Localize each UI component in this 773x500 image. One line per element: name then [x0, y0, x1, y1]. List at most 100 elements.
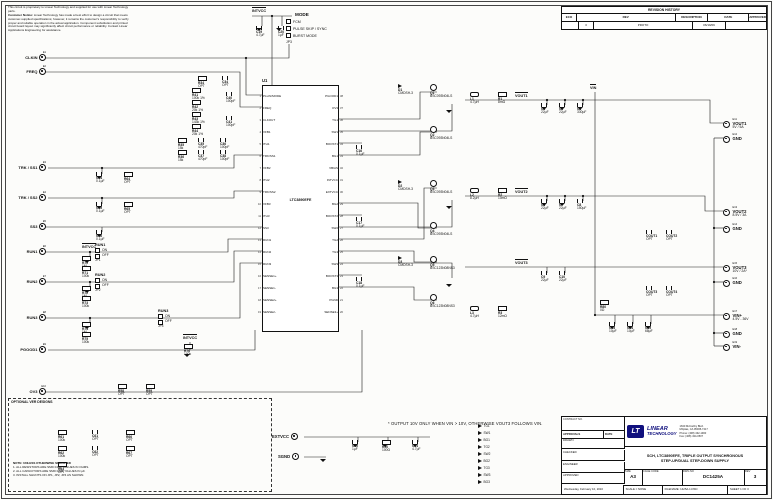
ic-pin-name: SENSE1-	[263, 286, 276, 290]
component-value: 100k	[82, 304, 90, 309]
jumper-on-label: ON	[102, 278, 108, 283]
ground-symbol	[446, 206, 452, 209]
terminal-label: SS3	[29, 224, 38, 229]
net-arrow: TG1	[478, 424, 490, 428]
ic-pin: 5 ITH1	[260, 138, 281, 150]
ground-symbol	[645, 326, 651, 329]
component-symbol-icon	[92, 430, 98, 434]
ic-pin-number: 5	[259, 142, 262, 146]
component-value: 8mΩ	[498, 100, 506, 105]
rev-label: REV	[745, 469, 751, 473]
approval-row-label: ENGINEER	[563, 461, 578, 466]
component-ref: D1	[398, 87, 403, 92]
terminal-text: E12 GND	[732, 133, 742, 141]
component-value: BSC093N04LS	[430, 136, 453, 141]
terminal-turret-icon	[723, 208, 730, 216]
output-terminal: E16 GND	[723, 277, 742, 287]
drawing-title: SCH, LTC3890EFE, TRIPLE OUTPUT SYNCHRONO…	[624, 447, 766, 470]
component-value: OPT	[58, 470, 65, 475]
component-value: 22µF	[559, 206, 567, 211]
component-ref: R65	[124, 206, 131, 211]
component-ref: R43	[192, 116, 199, 121]
component-value: 20k 1%	[192, 108, 203, 113]
component-ref: R80	[600, 304, 607, 309]
terminal-rating: 8.5V / 3A	[732, 213, 747, 218]
input-terminal: E10 OV3	[10, 385, 46, 395]
ic-body: LTC3890EFE 1 PLLIN/MODE 2 FREQ 3 CLKOUT	[258, 85, 343, 332]
ground-symbol	[84, 290, 90, 293]
component-value: 1µF	[278, 33, 284, 38]
net-arrow-label: TG1	[483, 424, 490, 428]
net-label: VIN	[590, 84, 597, 90]
note-line: 1. ALL RESISTORS ARE SMD 0402, VALUES IN…	[13, 465, 90, 470]
component-value: 100k	[58, 438, 66, 443]
component-symbol-icon	[220, 138, 226, 142]
component-ref: Q6	[430, 300, 435, 305]
ic-pin-name: INTVCC	[326, 178, 338, 182]
component: R35 15k	[178, 138, 187, 151]
component-symbol-icon	[192, 112, 201, 117]
component-value: BSC093N04LS	[430, 94, 453, 99]
ic-pin-number: 4	[259, 130, 262, 134]
ic-pin-name: CLKOUT	[263, 118, 276, 122]
component-value: CMDSH-3	[398, 187, 414, 192]
ic-pin: 14 RUN2	[258, 246, 281, 258]
net-label: VOUT2	[515, 188, 528, 194]
component-ref: D2	[398, 183, 403, 188]
component-value: 22µF	[559, 110, 567, 115]
ic-left-pins: 1 PLLIN/MODE 2 FREQ 3 CLKOUT 4 VFB1	[258, 90, 281, 318]
run-jumper-body: ON OFF	[95, 247, 109, 260]
jumper-pin-icon	[286, 26, 291, 31]
component-symbol-icon	[559, 103, 565, 107]
component-value: OPT	[646, 293, 653, 298]
terminal-ref: E11	[732, 118, 737, 121]
component: D1 CMDSH-3	[398, 84, 413, 96]
schematic-notes: NOTE: UNLESS OTHERWISE SPECIFIED 1. ALL …	[13, 461, 89, 477]
revision-row: 3 PROTO 06/19/09	[562, 22, 766, 29]
ic-pin-number: 33	[340, 154, 343, 158]
component-value: OPT	[198, 84, 205, 89]
terminal-turret-icon	[723, 135, 730, 143]
ic-pin: 18 SENSE2+	[258, 294, 281, 306]
address-line1: 1630 McCarthy Blvd.	[679, 425, 704, 429]
component-value: 4.7µF	[256, 33, 265, 38]
ic-pin: 6 TRK/SS1	[260, 150, 281, 162]
ic-pin-number: 36	[340, 118, 343, 122]
component-symbol-icon	[398, 256, 402, 260]
input-terminal: E3 TRK / SS1	[10, 161, 46, 171]
component-symbol-icon	[430, 256, 437, 263]
terminal-turret-icon	[723, 264, 730, 272]
component-symbol-icon	[541, 199, 547, 203]
component-value: OPT	[118, 392, 125, 397]
component: R71 100k	[82, 266, 91, 279]
component: C41 100pF	[226, 116, 235, 128]
print-date: Wednesday, February 10, 2010	[562, 485, 624, 494]
net-label: INTVCC	[183, 334, 198, 340]
approval-row: APPROVED	[562, 473, 625, 485]
component: COUT3 OPT	[646, 286, 657, 298]
revision-header-cell: ECO	[562, 14, 577, 21]
ground-symbol	[559, 107, 565, 110]
ic-pin-name: TG2	[332, 238, 338, 242]
component-ref: C18	[356, 280, 363, 285]
component: R63 OPT	[58, 462, 67, 475]
ic-pin-name: PGOOD1	[325, 94, 338, 98]
component: C37 470pF	[198, 150, 207, 162]
output-terminal: E15 VOUT3 10V / 2A*	[723, 262, 747, 274]
component-symbol-icon	[430, 180, 437, 187]
component-value: 0.1µF	[356, 152, 365, 157]
net-arrow: SW3	[478, 473, 490, 477]
ic-part-number: LTC3890EFE	[289, 198, 312, 202]
component-ref: C34	[222, 79, 229, 84]
component-value: 0.1µF	[356, 224, 365, 229]
terminal-ref: E19	[732, 341, 738, 344]
component-ref: R61	[58, 434, 65, 439]
ic-pin-number: 6	[259, 154, 262, 158]
ic-pin-name: ITH1	[263, 142, 270, 146]
terminal-label: GND	[732, 135, 742, 141]
component-ref: Q5	[430, 262, 435, 267]
output-terminal: E13 VOUT2 8.5V / 3A	[723, 206, 747, 218]
component-symbol-icon	[627, 322, 633, 326]
component-ref: R76	[184, 348, 191, 353]
terminal-turret-icon	[39, 54, 46, 61]
